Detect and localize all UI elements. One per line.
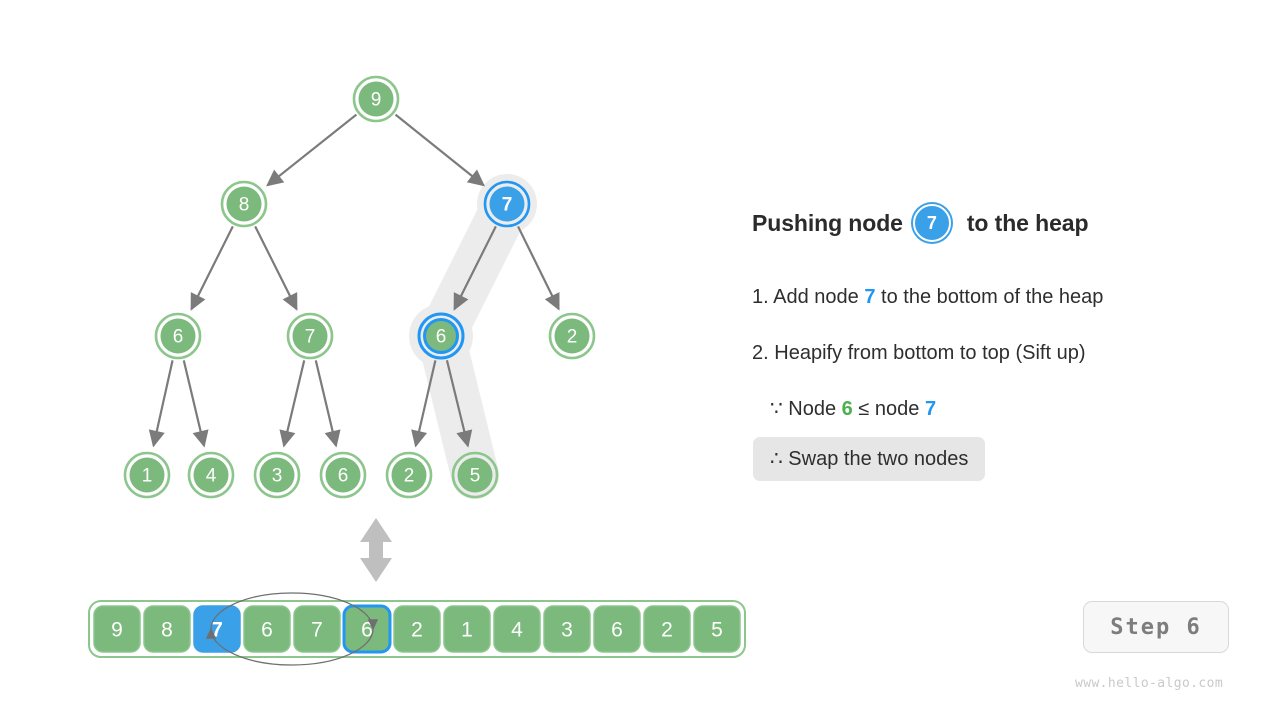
tree-node-label: 6 — [338, 466, 349, 487]
tree-node-label: 7 — [502, 195, 513, 216]
array-cell-value: 2 — [411, 619, 423, 642]
reason-middle: ≤ node — [858, 398, 920, 420]
because-symbol: ∵ — [770, 398, 783, 420]
reason-value-a: 6 — [841, 398, 853, 420]
array-cell-value: 1 — [461, 619, 473, 642]
tree-edge — [394, 113, 485, 187]
tree-node[interactable]: 9 — [352, 75, 400, 123]
tree-nodes: 9 8 7 6 7 6 2 1 4 3 6 2 5 — [123, 75, 596, 499]
conclusion-badge: ∴ Swap the two nodes — [753, 437, 986, 481]
array-cell-value: 4 — [511, 619, 523, 642]
tree-node[interactable]: 5 — [451, 451, 499, 499]
page-title: Pushing node 7 to the heap — [752, 200, 1262, 246]
array-cell-value: 6 — [611, 619, 623, 642]
title-node-badge: 7 — [912, 204, 951, 242]
heap-diagram: 9 8 7 6 7 6 2 1 4 3 6 2 5 9 8 7 6 7 6 2 1 4 3 6 2 5 — [88, 75, 746, 666]
tree-node[interactable]: 2 — [385, 451, 433, 499]
tree-edges — [148, 113, 560, 448]
array-cell[interactable]: 4 — [493, 605, 541, 653]
tree-node[interactable]: 6 — [417, 312, 465, 360]
tree-node-label: 3 — [272, 466, 283, 487]
array-cell-value: 7 — [211, 619, 223, 642]
tree-node-label: 8 — [239, 195, 250, 216]
reason-before: Node — [788, 398, 837, 420]
array-cell-value: 6 — [361, 619, 373, 642]
array-cell-value: 8 — [161, 619, 173, 642]
tree-edge — [266, 113, 358, 187]
tree-node-label: 9 — [371, 90, 382, 111]
array-cell[interactable]: 6 — [593, 605, 641, 653]
tree-edge — [182, 360, 209, 448]
swap-arc-top — [210, 592, 379, 631]
tree-node[interactable]: 7 — [286, 312, 334, 360]
step-2-text: Heapify from bottom to top (Sift up) — [774, 342, 1086, 364]
tree-node-label: 5 — [470, 466, 481, 487]
step-counter-badge: Step 6 — [1083, 601, 1229, 653]
tree-edge — [254, 225, 298, 311]
step-2-index: 2. — [752, 342, 769, 364]
array-cell-value: 7 — [311, 619, 323, 642]
array-cell[interactable]: 9 — [93, 605, 141, 653]
step-1-value: 7 — [864, 286, 876, 308]
watermark-url: www.hello-algo.com — [1075, 676, 1224, 691]
tree-node-label: 1 — [142, 466, 153, 487]
tree-node-label: 2 — [567, 327, 578, 348]
array-cell-value: 2 — [661, 619, 673, 642]
array-cell-value: 3 — [561, 619, 573, 642]
tree-edge — [411, 360, 437, 448]
array-cell[interactable]: 6 — [243, 605, 291, 653]
array-cell-value: 5 — [711, 619, 723, 642]
therefore-symbol: ∴ — [770, 448, 783, 470]
array-cell[interactable]: 7 — [193, 605, 241, 653]
reason-line: ∵ Node 6 ≤ node 7 — [770, 396, 1262, 421]
tree-node[interactable]: 6 — [319, 451, 367, 499]
array-cell[interactable]: 2 — [393, 605, 441, 653]
tree-array-link-arrow — [360, 518, 392, 582]
tree-node[interactable]: 4 — [187, 451, 235, 499]
tree-node[interactable]: 8 — [220, 180, 268, 228]
tree-node[interactable]: 1 — [123, 451, 171, 499]
step-1-before: Add node — [773, 286, 859, 308]
title-suffix: to the heap — [966, 209, 1089, 236]
tree-node[interactable]: 2 — [548, 312, 596, 360]
tree-edge — [148, 360, 174, 448]
array-container — [88, 600, 746, 658]
title-prefix: Pushing node — [752, 209, 903, 236]
step-item-2: 2. Heapify from bottom to top (Sift up) — [752, 340, 1262, 366]
tree-node-label: 7 — [305, 327, 316, 348]
array-cell[interactable]: 3 — [543, 605, 591, 653]
tree-edge — [279, 360, 306, 448]
tree-node-label: 6 — [173, 327, 184, 348]
array-cell-value: 6 — [261, 619, 273, 642]
tree-node-label: 4 — [206, 466, 217, 487]
array-cell[interactable]: 1 — [443, 605, 491, 653]
array-cell[interactable]: 8 — [143, 605, 191, 653]
conclusion-text: Swap the two nodes — [788, 448, 969, 470]
step-1-index: 1. — [752, 286, 769, 308]
tree-edge — [517, 225, 560, 311]
tree-node[interactable]: 3 — [253, 451, 301, 499]
tree-node-label: 6 — [436, 327, 447, 348]
array-cell[interactable]: 7 — [293, 605, 341, 653]
array-cell[interactable]: 5 — [693, 605, 741, 653]
array-cell[interactable]: 2 — [643, 605, 691, 653]
step-item-1: 1. Add node 7 to the bottom of the heap — [752, 284, 1262, 310]
tree-node[interactable]: 7 — [483, 180, 531, 228]
swap-indicator-ellipse — [205, 592, 379, 666]
step-1-after: to the bottom of the heap — [881, 286, 1104, 308]
explanation-panel: Pushing node 7 to the heap 1. Add node 7… — [752, 200, 1262, 481]
tree-edge — [190, 225, 234, 311]
tree-node[interactable]: 6 — [154, 312, 202, 360]
tree-edge — [314, 360, 341, 448]
swap-arc-bottom — [205, 627, 374, 666]
array-cell-value: 9 — [111, 619, 123, 642]
reason-value-b: 7 — [924, 398, 937, 420]
tree-edge — [445, 360, 473, 448]
tree-node-label: 2 — [404, 466, 415, 487]
array-cell[interactable]: 6 — [342, 604, 392, 654]
tree-edge — [453, 225, 497, 311]
array-representation: 9 8 7 6 7 6 2 1 4 3 6 2 5 — [88, 600, 746, 658]
